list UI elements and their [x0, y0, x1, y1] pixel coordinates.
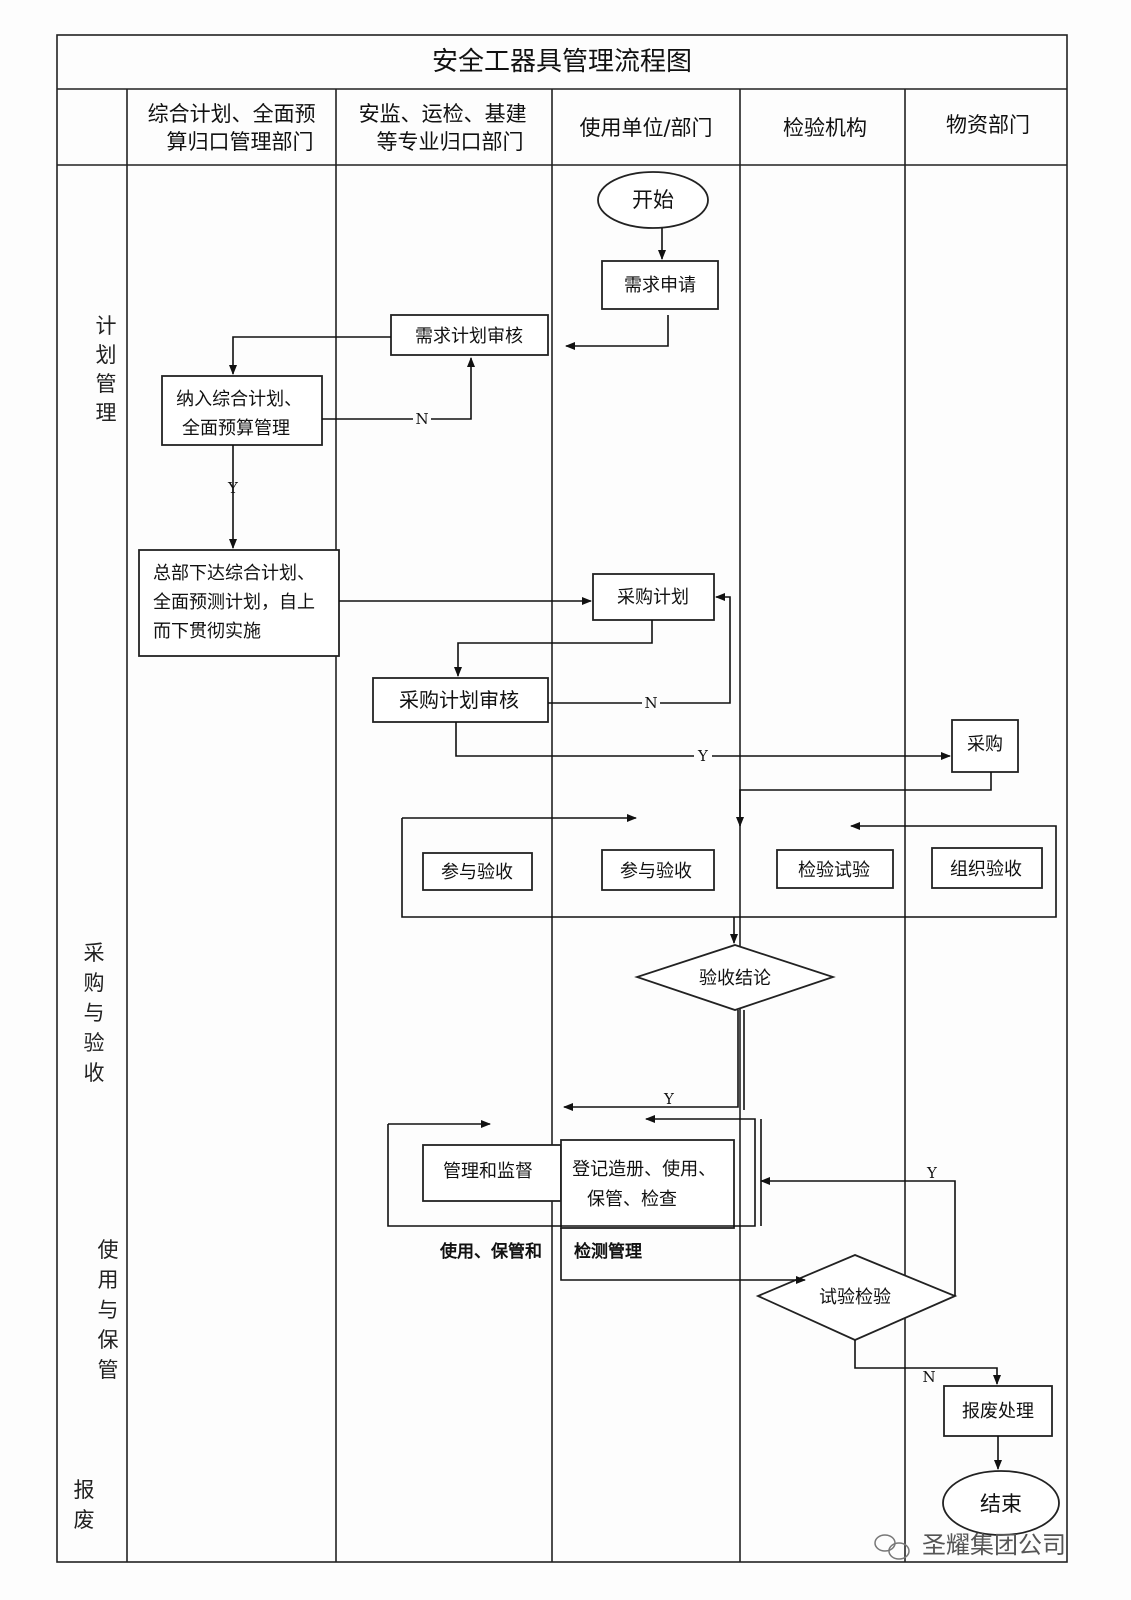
- edge-use-to-test: [560, 1228, 806, 1284]
- label-y-accept-result: Y: [663, 1090, 675, 1108]
- label-y-purchase-review: Y: [697, 747, 709, 765]
- start-node-label: 开始: [632, 188, 674, 212]
- organize-accept-box: [931, 847, 1043, 889]
- accept-group-frame: [401, 818, 1057, 918]
- table-frame: [56, 34, 1068, 1563]
- label-n-purchase-review: N: [644, 694, 657, 712]
- edge-apply-to-review: [565, 315, 669, 350]
- edge-purchase-to-accept: [736, 772, 992, 827]
- demand-review-box: [390, 314, 549, 356]
- watermark: 圣耀集团公司: [874, 1531, 1066, 1560]
- note-detect-manage: 检测管理: [574, 1241, 642, 1262]
- hq-issue-label: 总部下达综合计划、 全面预测计划，自上 而下贯彻实施: [153, 563, 321, 642]
- accept-box-user: [601, 849, 715, 891]
- label-y-test-inspect: Y: [926, 1164, 938, 1182]
- note-use-storage: 使用、保管和: [439, 1241, 542, 1262]
- scrap-handle-label: 报废处理: [962, 1401, 1034, 1422]
- label-n-include: N: [415, 410, 428, 428]
- edge-test-to-scrap-n: [854, 1340, 1001, 1385]
- column-header-plan-dept: 综合计划、全面预 算归口管理部门: [148, 102, 323, 154]
- phase-label-purchase: 采购与验收: [84, 941, 105, 1085]
- end-node: [942, 1470, 1060, 1536]
- purchase-label: 采购: [967, 734, 1003, 755]
- edge-review-to-purchase-y: [455, 722, 951, 760]
- include-plan-label: 纳入综合计划、 全面预算管理: [176, 389, 308, 439]
- watermark-text: 圣耀集团公司: [922, 1531, 1066, 1559]
- purchase-plan-label: 采购计划: [617, 587, 689, 608]
- inspect-test-label: 检验试验: [798, 860, 870, 881]
- column-header-user-dept: 使用单位/部门: [579, 116, 712, 140]
- phase-label-use: 使用与保管: [98, 1238, 119, 1382]
- organize-accept-label: 组织验收: [950, 859, 1022, 880]
- register-use-label: 登记造册、使用、 保管、检查: [572, 1159, 722, 1210]
- inspect-test-box: [776, 849, 894, 889]
- test-inspect-label: 试验检验: [819, 1287, 891, 1308]
- register-use-box: [560, 1139, 735, 1229]
- hq-issue-box: [138, 549, 340, 657]
- end-node-label: 结束: [980, 1492, 1022, 1516]
- accept-result-diamond: [634, 944, 836, 1011]
- chart-title: 安全工器具管理流程图: [432, 47, 692, 77]
- edge-result-to-use-y: [563, 1010, 739, 1111]
- label-n-test-inspect: N: [922, 1368, 935, 1386]
- edge-review-to-plan-n: [548, 593, 731, 704]
- phase-label-plan: 计划管理: [96, 314, 117, 425]
- purchase-box: [951, 719, 1019, 773]
- accept-user-label: 参与验收: [620, 861, 692, 882]
- purchase-review-label: 采购计划审核: [399, 688, 519, 712]
- phase-label-scrap: 报废: [74, 1478, 95, 1532]
- label-y-include: Y: [227, 479, 239, 497]
- edge-test-to-use-y: [760, 1177, 956, 1296]
- edge-plan-to-review: [454, 620, 653, 677]
- purchase-plan-box: [592, 573, 715, 621]
- demand-review-label: 需求计划审核: [415, 326, 523, 347]
- manage-supervise-label: 管理和监督: [443, 1161, 533, 1182]
- wechat-icon: [874, 1534, 910, 1560]
- demand-apply-label: 需求申请: [624, 275, 696, 296]
- column-header-specialty-dept: 安监、运检、基建 等专业归口部门: [359, 102, 534, 154]
- accept-box-specialty: [422, 852, 533, 891]
- include-plan-box: [161, 375, 323, 446]
- purchase-review-box: [372, 677, 549, 723]
- edge-review-to-include: [229, 336, 391, 375]
- accept-specialty-label: 参与验收: [441, 862, 513, 883]
- use-group-frame-left: [387, 1115, 756, 1227]
- start-node: [597, 171, 709, 229]
- edge-include-to-review-n: [322, 357, 475, 420]
- column-header-inspection-agency: 检验机构: [783, 116, 867, 140]
- column-header-materials-dept: 物资部门: [946, 113, 1030, 137]
- accept-result-label: 验收结论: [699, 968, 771, 989]
- demand-apply-box: [601, 260, 719, 310]
